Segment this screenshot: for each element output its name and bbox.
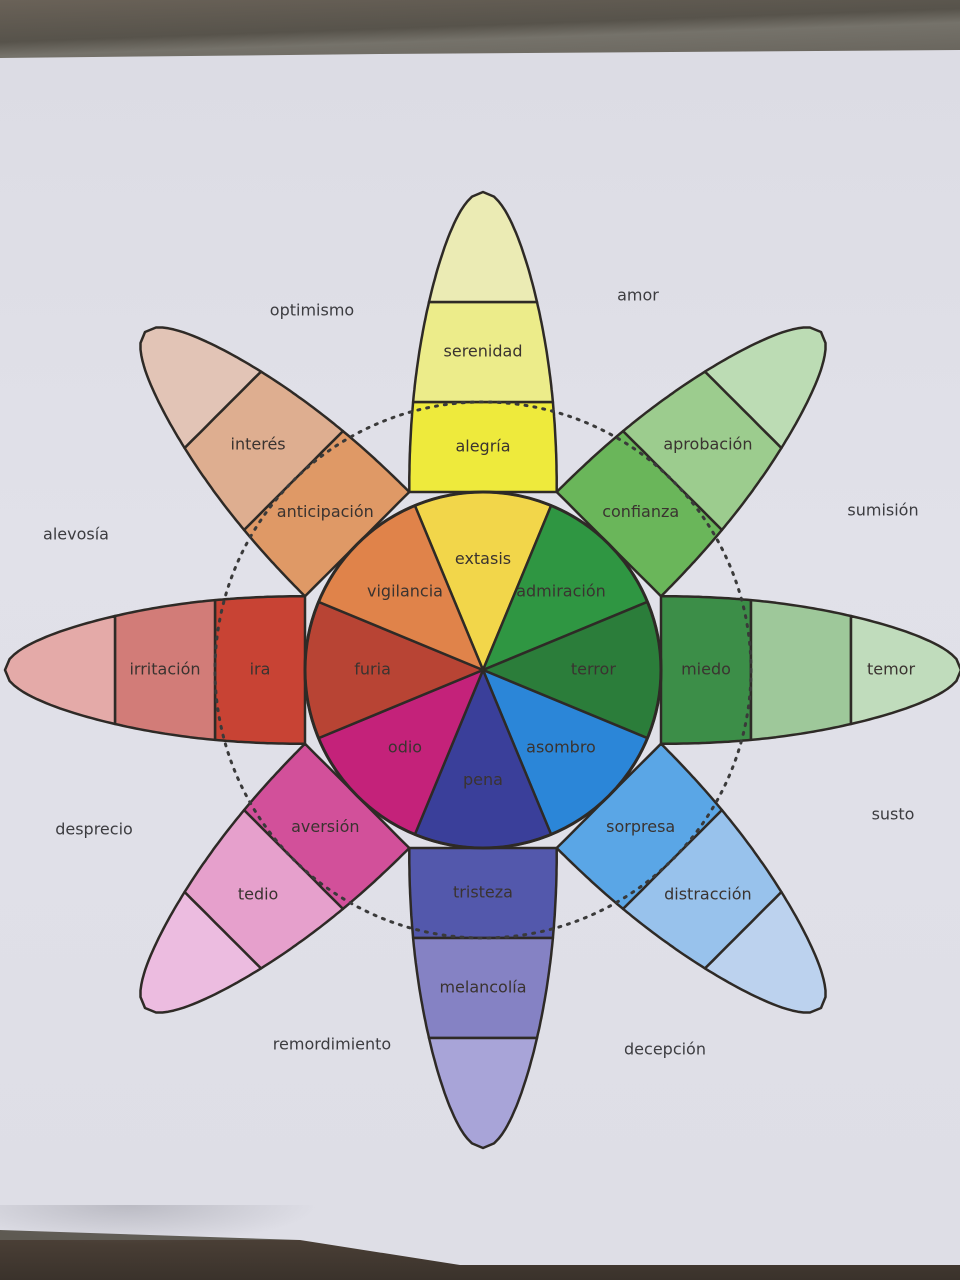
petal-band: [703, 890, 827, 1014]
petal-orange: [139, 326, 485, 672]
emotion-label: miedo: [681, 660, 731, 679]
emotion-label: confianza: [602, 502, 679, 521]
emotion-label: asombro: [526, 738, 596, 757]
emotion-label: furia: [354, 660, 391, 679]
dyad-label: decepción: [624, 1040, 706, 1059]
petal-band-temor: [849, 614, 960, 726]
table-surface-top: [0, 0, 960, 60]
dyad-label: optimismo: [270, 301, 354, 320]
emotion-label: terror: [571, 660, 616, 679]
inner-circle: [303, 490, 663, 850]
petal-dark-green: [481, 595, 960, 745]
dyad-label: desprecio: [55, 820, 133, 839]
emotion-label: aversión: [291, 817, 359, 836]
emotion-label: alegría: [455, 437, 510, 456]
petal-band: [139, 890, 263, 1014]
dashed-ring: [213, 400, 753, 940]
petal-band: [3, 614, 117, 726]
petal-red: [3, 595, 485, 745]
petal-light-green: [481, 326, 827, 672]
emotion-label: tristeza: [453, 883, 513, 902]
emotion-label: pena: [463, 770, 503, 789]
petal-band: [139, 326, 263, 450]
petal-blue: [481, 668, 827, 1014]
labels-layer: extasis alegría serenidad admiración confian…: [129, 342, 915, 997]
petals-layer: [3, 190, 960, 1150]
petal-band: [427, 1036, 539, 1150]
emotion-label: aprobación: [663, 435, 752, 454]
dyad-label: susto: [872, 805, 915, 824]
dyads-layer: amor sumisión susto decepción remordimiento d…: [43, 286, 919, 1059]
emotion-label: ira: [250, 660, 271, 679]
petal-band: [703, 326, 827, 450]
dyad-label: amor: [617, 286, 659, 305]
paper-shadow: [0, 1205, 320, 1245]
emotion-label: anticipación: [277, 502, 374, 521]
emotion-label: irritación: [129, 660, 200, 679]
emotion-label: sorpresa: [606, 817, 675, 836]
emotion-label: serenidad: [444, 342, 523, 361]
emotion-label: tedio: [238, 884, 279, 903]
emotion-label: odio: [388, 738, 422, 757]
emotion-label: vigilancia: [367, 582, 443, 601]
petal-magenta: [139, 668, 485, 1014]
emotion-label: admiración: [516, 582, 606, 601]
emotion-label: interés: [231, 435, 286, 454]
dyad-label: remordimiento: [273, 1035, 391, 1054]
dyad-label: sumisión: [847, 501, 918, 520]
emotion-label: extasis: [455, 549, 511, 568]
dyad-label: alevosía: [43, 525, 109, 544]
emotion-label: temor: [867, 660, 915, 679]
emotion-label: distracción: [664, 884, 752, 903]
petal-band: [427, 190, 539, 304]
petal-band: [749, 598, 853, 742]
emotion-label: melancolía: [439, 978, 526, 997]
